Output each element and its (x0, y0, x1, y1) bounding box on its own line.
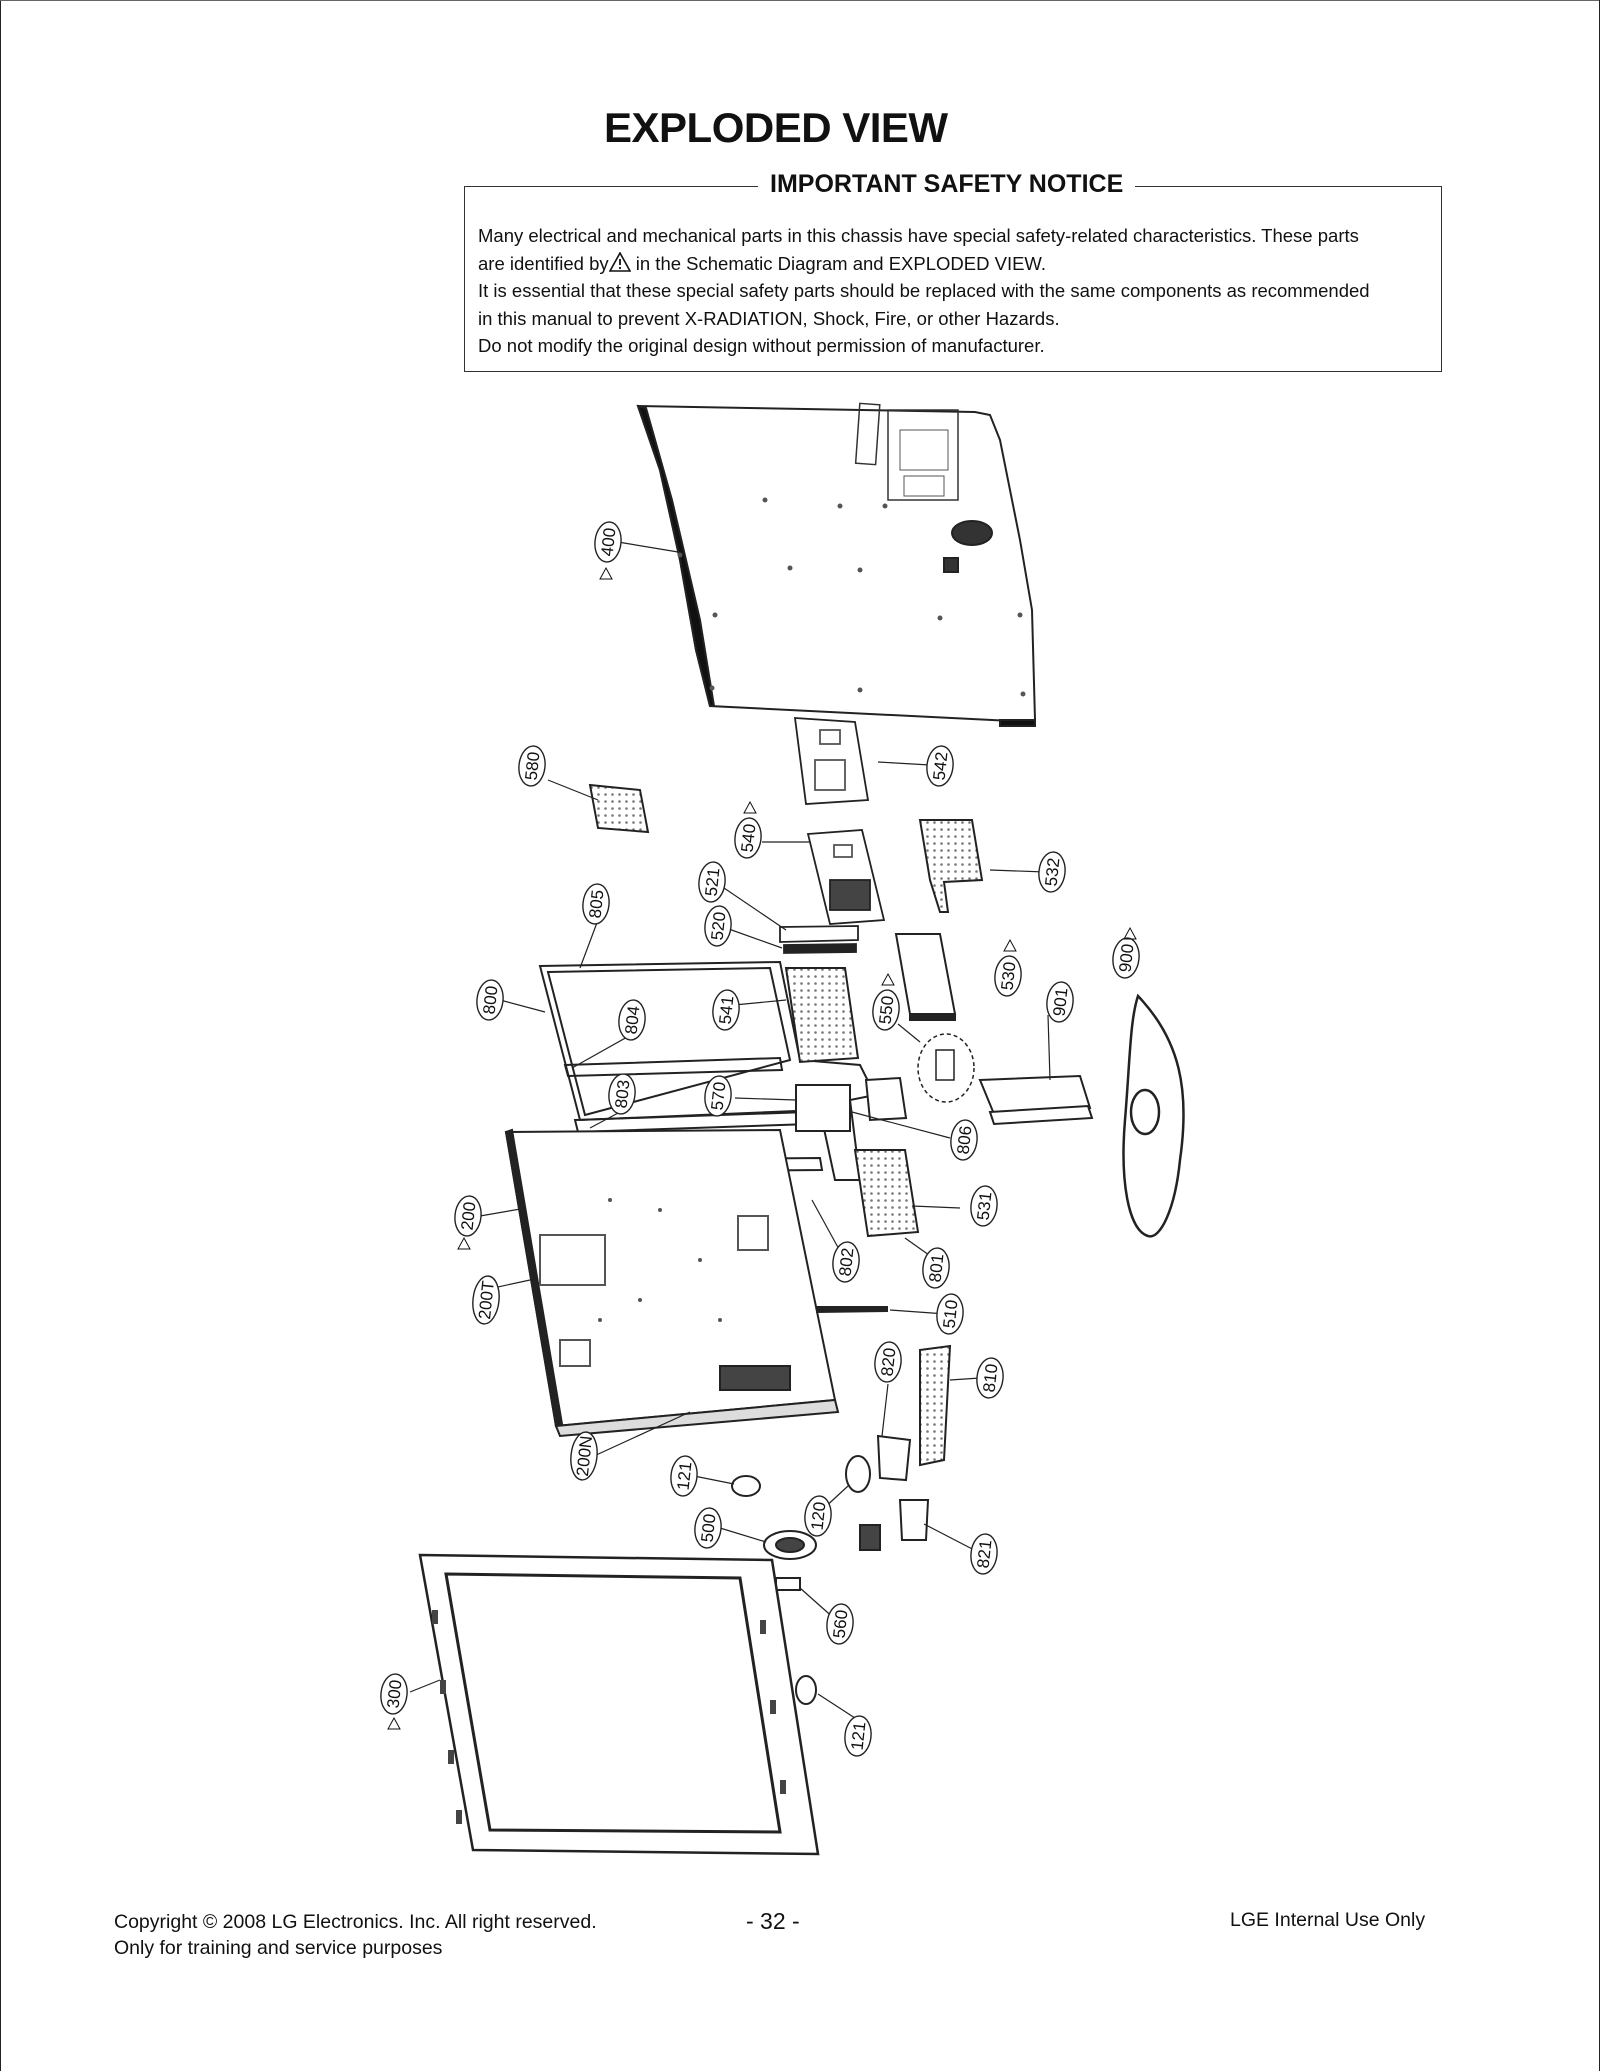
notice-line: Do not modify the original design withou… (478, 335, 1045, 356)
shield-541 (784, 967, 860, 1064)
safety-notice-body: Many electrical and mechanical parts in … (478, 222, 1433, 360)
page-number: - 32 - (746, 1908, 800, 1934)
chassis-200 (504, 1128, 840, 1438)
callout-803: 803 (612, 1079, 634, 1109)
part-callouts: 400 580 542 540 532 521 520 805 800 804 … (380, 521, 1140, 1757)
footer-copyright: Copyright © 2008 LG Electronics. Inc. Al… (114, 1909, 597, 1961)
callout-801: 801 (926, 1253, 948, 1283)
notice-line: in this manual to prevent X-RADIATION, S… (478, 307, 1060, 329)
warning-triangle-icon (608, 251, 631, 272)
board-540 (806, 829, 886, 925)
callout-550: 550 (876, 995, 898, 1025)
callout-804: 804 (622, 1005, 644, 1035)
warning-triangle-icon (387, 1717, 401, 1730)
callout-121: 121 (674, 1461, 696, 1491)
front-bezel-300 (418, 1553, 820, 1856)
purpose-line: Only for training and service purposes (114, 1937, 443, 1959)
notice-line: Many electrical and mechanical parts in … (478, 225, 1359, 246)
callout-532: 532 (1042, 857, 1064, 887)
shield-531 (853, 1149, 920, 1238)
callout-580: 580 (522, 751, 544, 781)
callout-900: 900 (1116, 943, 1138, 973)
detail-550 (917, 1033, 975, 1103)
callout-200T: 200T (475, 1280, 498, 1321)
callout-821: 821 (974, 1539, 996, 1569)
warning-triangle-icon (1123, 927, 1137, 940)
stand-base-900 (1122, 993, 1185, 1238)
callout-520: 520 (708, 911, 730, 941)
copyright-prefix: Copyright © (114, 1911, 218, 1933)
notice-line: It is essential that these special safet… (478, 280, 1370, 301)
grille-810 (919, 1344, 952, 1467)
notice-line-part: are identified by (478, 252, 609, 274)
page-border (0, 0, 1600, 1)
callout-542: 542 (930, 751, 952, 781)
copyright-year: 2008 (222, 1911, 267, 1933)
stand-neck-901 (978, 1074, 1094, 1126)
bar-510 (816, 1306, 888, 1313)
small-parts (731, 1434, 930, 1705)
warning-triangle-icon (1003, 939, 1017, 952)
callout-800: 800 (480, 985, 502, 1015)
page-border (0, 0, 1, 2071)
shield-580 (588, 783, 650, 834)
callout-541: 541 (716, 995, 738, 1025)
warning-triangle-icon (881, 973, 895, 986)
warning-triangle-icon (599, 567, 613, 580)
callout-200: 200 (458, 1201, 480, 1231)
callout-500: 500 (698, 1513, 720, 1543)
callout-510: 510 (940, 1299, 962, 1329)
notice-line: are identified by in the Schematic Diagr… (478, 250, 1433, 278)
warning-triangle-icon (457, 1237, 471, 1250)
notice-line-part: in the Schematic Diagram and EXPLODED VI… (630, 252, 1047, 274)
copyright-suffix: LG Electronics. Inc. All right reserved. (271, 1911, 597, 1933)
callout-121: 121 (848, 1721, 870, 1751)
safety-notice-heading: IMPORTANT SAFETY NOTICE (758, 170, 1136, 199)
callout-806: 806 (954, 1125, 976, 1155)
callout-540: 540 (738, 823, 760, 853)
callout-120: 120 (808, 1501, 830, 1531)
callout-810: 810 (980, 1363, 1002, 1393)
callout-531: 531 (974, 1191, 996, 1221)
bracket-520-521 (779, 925, 859, 954)
warning-triangle-icon (743, 801, 757, 814)
power-block-530 (894, 933, 957, 1021)
callout-200N: 200N (573, 1435, 596, 1477)
back-cover (636, 402, 1037, 727)
board-542 (793, 717, 870, 805)
part-570 (795, 1076, 908, 1132)
shield-532 (918, 819, 984, 913)
callout-300: 300 (384, 1679, 406, 1709)
page-title: EXPLODED VIEW (604, 104, 948, 151)
callout-521: 521 (702, 867, 724, 897)
callout-820: 820 (878, 1347, 900, 1377)
internal-use-label: LGE Internal Use Only (1230, 1909, 1426, 1931)
callout-560: 560 (830, 1609, 852, 1639)
callout-805: 805 (586, 889, 608, 919)
callout-901: 901 (1050, 987, 1072, 1017)
callout-530: 530 (998, 961, 1020, 991)
copyright-line: Copyright © 2008 LG Electronics. Inc. Al… (114, 1909, 597, 1935)
callout-802: 802 (836, 1247, 858, 1277)
callout-570: 570 (708, 1081, 730, 1111)
callout-400: 400 (598, 527, 620, 557)
